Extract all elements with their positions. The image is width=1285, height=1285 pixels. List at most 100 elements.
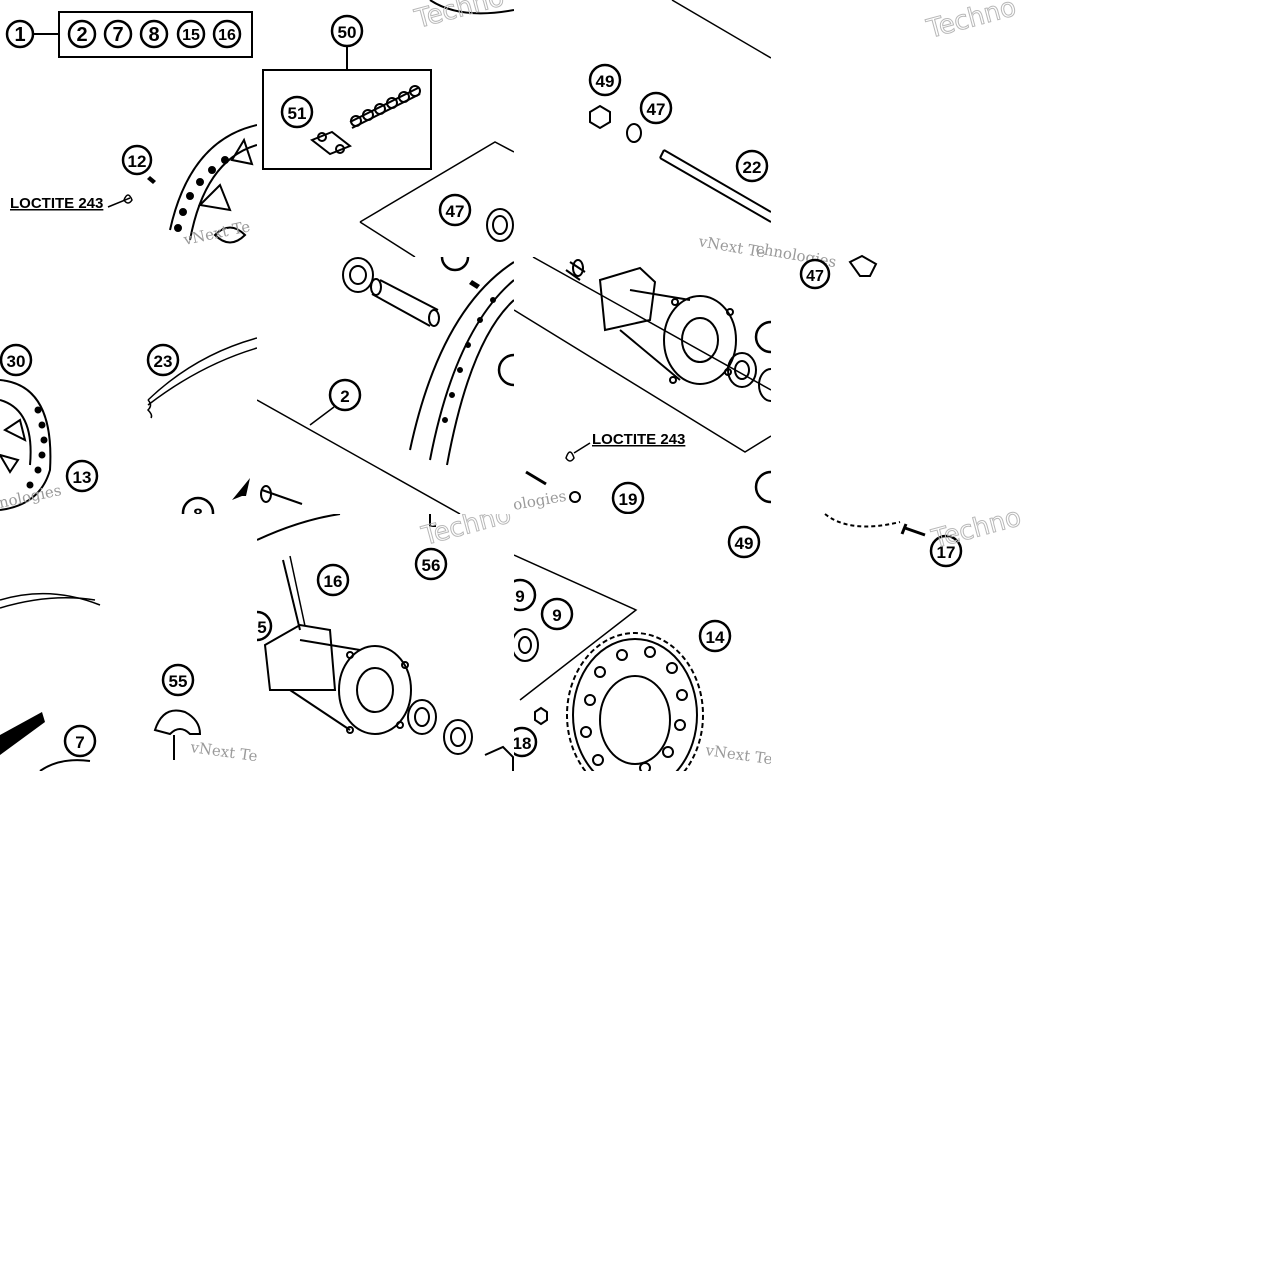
callout-14: 49 xyxy=(735,534,754,553)
tile-middle-right: LOCTITE 243 19 ologies xyxy=(512,257,771,514)
box-edge xyxy=(532,257,771,391)
tile-bottom-middle: 16 56 5 Techno xyxy=(257,499,514,771)
callout-circle xyxy=(212,19,242,49)
tile-bottom-left: 55 7 vNext Te xyxy=(0,592,258,771)
callout-1: 1 xyxy=(14,24,25,46)
tile-center: 2 xyxy=(257,257,514,514)
watermark: Techno xyxy=(418,499,514,552)
callout-13: 13 xyxy=(73,468,92,487)
callout-circle xyxy=(754,320,771,354)
sprocket-edge xyxy=(824,513,901,528)
callout-10: 47 xyxy=(446,202,465,221)
callout-8: 8 xyxy=(193,505,202,524)
bearing-icon xyxy=(727,352,771,402)
watermark: vNext Te xyxy=(181,217,252,249)
axle-icon xyxy=(659,149,771,223)
callout-19: 14 xyxy=(706,628,725,647)
watermark: Techno xyxy=(411,0,507,35)
spoke-line xyxy=(282,559,301,631)
callout-circle xyxy=(929,534,963,568)
callout-circle xyxy=(0,343,33,377)
callout-circle xyxy=(176,19,206,49)
bolt-icon xyxy=(525,470,547,486)
hub-parts-box xyxy=(359,141,514,257)
brake-disc-front xyxy=(0,379,52,511)
callout-17: 17 xyxy=(937,543,956,562)
washer-icon xyxy=(848,254,878,277)
callout-2: 2 xyxy=(340,387,349,406)
rim-lock-icon xyxy=(153,709,202,736)
tire-edge xyxy=(0,597,96,609)
tile-top-right: 49 47 22 vNext Te xyxy=(588,0,771,257)
callout-18: 18 xyxy=(513,734,532,753)
spacer-tube-icon xyxy=(370,278,440,327)
axle-end xyxy=(260,485,272,503)
watermark: Techno xyxy=(923,0,1019,45)
callout-circle xyxy=(146,343,180,377)
tire-edge xyxy=(146,399,153,419)
callout-30: 30 xyxy=(7,352,26,371)
callout-circle xyxy=(698,619,732,653)
callout-circle xyxy=(280,95,314,129)
nut-icon xyxy=(534,706,548,726)
bolt-head xyxy=(900,523,908,535)
spoke-line xyxy=(289,555,306,627)
callout-circle xyxy=(799,258,831,290)
bearing-icon xyxy=(486,208,514,242)
kit-box xyxy=(58,11,253,58)
callout-circle xyxy=(588,63,622,97)
drop-icon xyxy=(565,451,575,462)
callout-circle xyxy=(438,193,472,227)
loctite-label: LOCTITE 243 xyxy=(592,431,685,448)
callout-5: 5 xyxy=(257,618,266,637)
callout-circle xyxy=(540,597,574,631)
callout-9: 9 xyxy=(552,606,561,625)
watermark: ologies xyxy=(512,487,568,514)
callout-circle xyxy=(414,547,448,581)
spacer-edge xyxy=(484,745,514,771)
tile-bottom-right: 9 9 18 14 vNext Technologies xyxy=(513,554,854,780)
callout-15: 15 xyxy=(182,27,200,44)
watermark: vNext Technologies xyxy=(703,741,854,780)
loctite-label: LOCTITE 243 xyxy=(10,195,103,212)
disc-edge xyxy=(429,0,514,15)
callout-circle xyxy=(103,19,133,49)
drop-icon xyxy=(123,194,133,204)
callout-49: 19 xyxy=(619,490,638,509)
tile-middle-left: 30 23 13 8 nologies xyxy=(0,337,257,524)
callout-22: 22 xyxy=(743,158,762,177)
callout-circle xyxy=(328,378,362,412)
callout-23: 23 xyxy=(154,352,173,371)
axle-edge xyxy=(261,489,303,505)
nipple-icon xyxy=(429,514,436,527)
box-edge xyxy=(257,399,461,514)
tile-top-middle: 50 51 47 Techno xyxy=(262,0,514,257)
watermark: Techno xyxy=(928,502,1024,555)
bearing-icon xyxy=(514,628,539,662)
brake-disc xyxy=(169,124,257,244)
callout-circle xyxy=(611,481,645,514)
watermark: vNext Te xyxy=(188,738,258,765)
chain-icon xyxy=(349,85,421,129)
sprocket-icon xyxy=(566,632,704,771)
bearing-icon xyxy=(407,699,473,755)
arrow-icon xyxy=(232,478,250,500)
rim-edge xyxy=(257,514,341,541)
callout-56: 56 xyxy=(422,556,441,575)
callout-circle xyxy=(65,459,99,493)
nipple-icon xyxy=(469,280,480,289)
washer-icon xyxy=(626,123,642,143)
leader-line xyxy=(107,197,131,208)
rim-band xyxy=(0,712,45,755)
box-edge xyxy=(514,309,771,453)
callout-circle xyxy=(121,144,153,176)
callout-2: 2 xyxy=(76,24,87,46)
callout-circle xyxy=(440,257,470,272)
callout-16: 16 xyxy=(218,27,236,44)
callout-51: 51 xyxy=(288,104,307,123)
callout-47: 47 xyxy=(647,100,666,119)
bearing-icon xyxy=(342,257,374,293)
callout-circle xyxy=(181,496,215,514)
callout-circle xyxy=(257,610,273,642)
